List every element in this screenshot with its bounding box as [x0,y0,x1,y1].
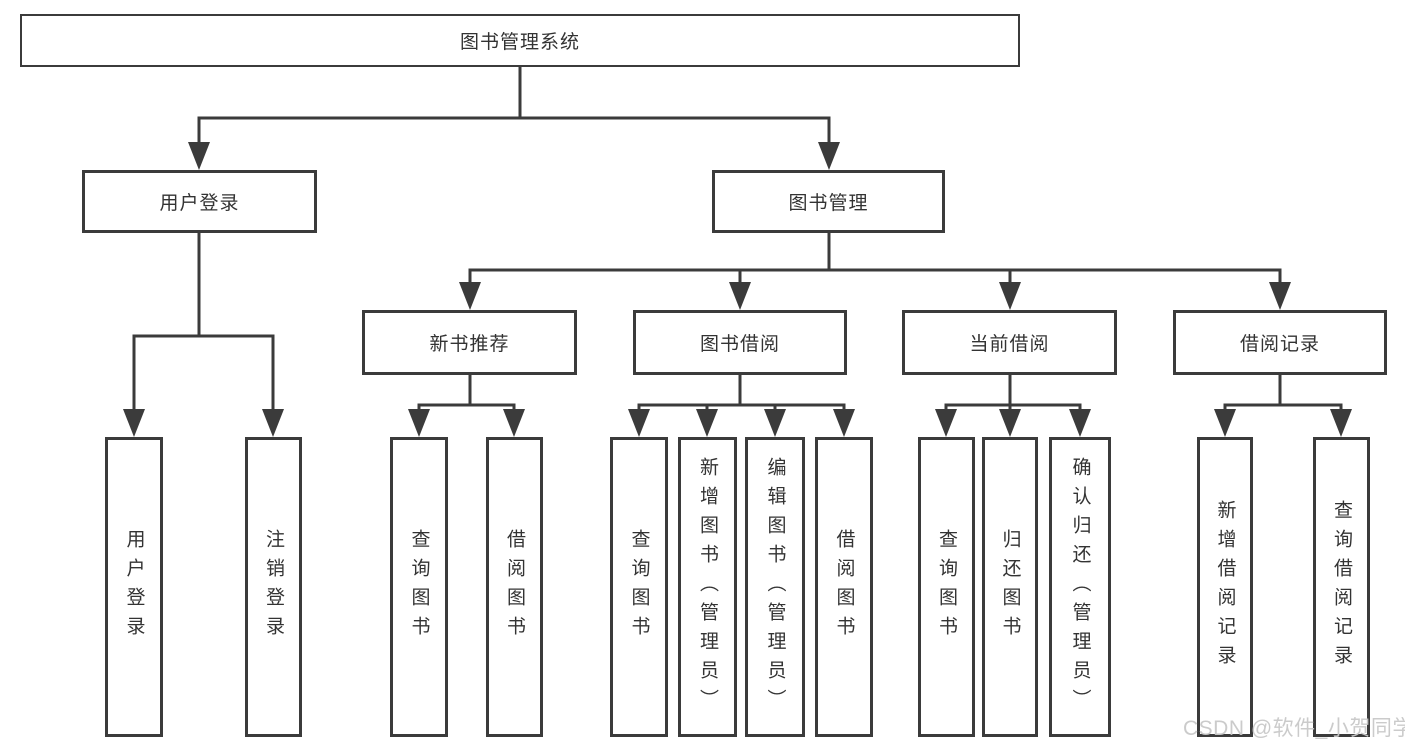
leaf-label: 编辑图书（管理员） [764,456,786,718]
node-label: 图书借阅 [699,334,780,355]
arrowhead [188,142,210,170]
arrowhead [1069,409,1091,437]
leaf-label: 归还图书 [999,529,1021,645]
connector-borrow-record-children [1223,373,1343,413]
leaf-borrow-query-books: 查询图书 [610,437,668,737]
arrowhead [833,409,855,437]
leaf-edit-book-admin: 编辑图书（管理员） [745,437,805,737]
leaf-label: 借阅图书 [833,529,855,645]
watermark-text: CSDN @软件_小贺同学 [1183,717,1405,740]
connector-current-borrow-children [944,373,1082,413]
arrowhead [818,142,840,170]
leaf-label: 查询图书 [408,529,430,645]
node-book-management: 图书管理 [712,170,945,233]
leaf-borrow-books: 借阅图书 [815,437,873,737]
node-root-system: 图书管理系统 [20,14,1020,67]
leaf-recommend-borrow-books: 借阅图书 [486,437,543,737]
arrowhead [123,409,145,437]
node-current-borrow: 当前借阅 [902,310,1117,375]
arrowhead [1269,282,1291,310]
node-new-book-recommend: 新书推荐 [362,310,577,375]
leaf-label: 用户登录 [123,529,145,645]
leaf-label: 查询图书 [936,529,957,645]
arrowheads [123,142,1352,437]
connector-lines [132,65,1343,413]
node-label: 图书管理系统 [459,32,580,53]
leaf-label: 新增借阅记录 [1214,500,1236,674]
leaf-query-borrow-record: 查询借阅记录 [1313,437,1370,737]
arrowhead [459,282,481,310]
arrowhead [1214,409,1236,437]
leaf-logout: 注销登录 [245,437,302,737]
arrowhead [262,409,284,437]
node-borrow-record: 借阅记录 [1173,310,1387,375]
arrowhead [628,409,650,437]
leaf-recommend-query-books: 查询图书 [390,437,448,737]
arrowhead [408,409,430,437]
leaf-current-query-books: 查询图书 [918,437,975,737]
node-label: 借阅记录 [1239,334,1320,355]
leaf-label: 查询图书 [628,529,650,645]
node-label: 当前借阅 [969,334,1050,355]
node-label: 用户登录 [159,193,240,214]
connector-root-to-level2 [197,65,831,144]
connector-new-book-children [417,373,516,413]
arrowhead [935,409,957,437]
node-user-login: 用户登录 [82,170,317,233]
arrowhead [696,409,718,437]
leaf-return-books: 归还图书 [982,437,1038,737]
leaf-label: 确认归还（管理员） [1069,456,1091,718]
node-label: 图书管理 [788,193,869,214]
arrowhead [729,282,751,310]
leaf-label: 注销登录 [263,529,284,645]
leaf-label: 新增图书（管理员） [697,456,718,718]
arrowhead [764,409,786,437]
connector-book-borrow-children [637,373,846,413]
leaf-user-login: 用户登录 [105,437,163,737]
arrowhead [999,282,1021,310]
arrowhead [503,409,525,437]
leaf-label: 查询借阅记录 [1331,500,1352,674]
connector-book-management-children [468,231,1282,286]
node-label: 新书推荐 [429,334,510,355]
leaf-add-borrow-record: 新增借阅记录 [1197,437,1253,737]
arrowhead [999,409,1021,437]
arrowhead [1330,409,1352,437]
leaf-add-book-admin: 新增图书（管理员） [678,437,737,737]
connector-user-login-children [132,231,275,412]
leaf-label: 借阅图书 [504,529,525,645]
leaf-confirm-return-admin: 确认归还（管理员） [1049,437,1111,737]
node-book-borrow: 图书借阅 [633,310,847,375]
